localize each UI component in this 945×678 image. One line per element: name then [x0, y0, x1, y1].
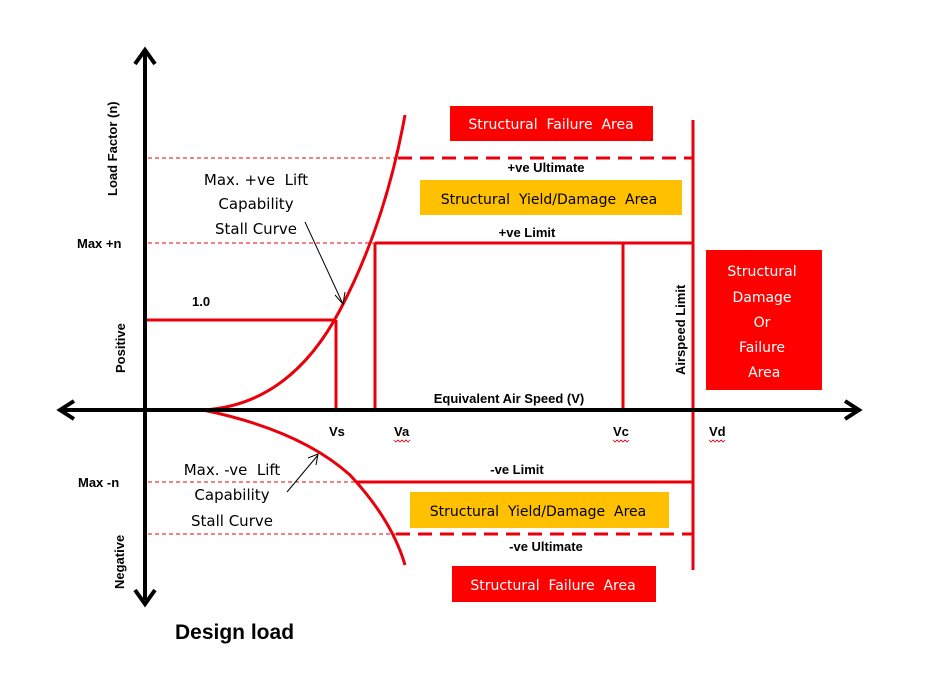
- bottom-yield-area: Structural Yield/Damage Area: [410, 492, 669, 528]
- one-g-label: 1.0: [192, 294, 210, 309]
- right-box-line-5: Area: [744, 365, 781, 381]
- neg-stall-pointer: [286, 454, 319, 493]
- neg-stall-text-1: Max. -ve Lift: [184, 461, 281, 479]
- right-box-line-1: Structural: [727, 264, 796, 280]
- neg-stall-text-3: Stall Curve: [191, 512, 273, 530]
- top-yield-area: Structural Yield/Damage Area: [420, 180, 682, 215]
- max-pos-n-label: Max +n: [77, 236, 121, 251]
- negative-label: Negative: [112, 535, 127, 589]
- x-axis-label: Equivalent Air Speed (V): [434, 391, 585, 406]
- pos-stall-text-2: Capability: [218, 195, 293, 213]
- pos-ultimate-label: +ve Ultimate: [508, 160, 585, 175]
- bottom-failure-area: Structural Failure Area: [452, 566, 656, 602]
- x-axis-left-arrow: [56, 399, 76, 421]
- neg-stall-text-2: Capability: [194, 486, 269, 504]
- top-failure-area: Structural Failure Area: [450, 106, 653, 141]
- pos-stall-curve: [202, 114, 407, 412]
- vc-label: Vc: [613, 424, 629, 439]
- max-neg-n-label: Max -n: [78, 475, 119, 490]
- vd-spellcheck-squiggle: [708, 439, 726, 443]
- neg-stall-curve: [202, 408, 407, 566]
- right-box-line-4: Failure: [739, 340, 785, 356]
- y-axis-down-arrow: [133, 588, 157, 608]
- airspeed-limit-label: Airspeed Limit: [673, 284, 688, 375]
- vd-label: Vd: [709, 424, 726, 439]
- vs-label: Vs: [329, 424, 345, 439]
- vc-spellcheck-squiggle: [612, 439, 630, 443]
- neg-stall-pointer-head: [307, 453, 319, 466]
- va-label: Va: [394, 424, 410, 439]
- bottom-yield-label: Structural Yield/Damage Area: [430, 504, 646, 520]
- neg-ultimate-label: -ve Ultimate: [509, 539, 583, 554]
- pos-stall-pointer-head: [334, 291, 346, 306]
- right-box-line-2: Damage: [732, 290, 791, 306]
- right-box-line-3: Or: [754, 315, 771, 331]
- y-axis-label: Load Factor (n): [105, 101, 120, 196]
- x-axis-right-arrow: [843, 399, 863, 421]
- va-spellcheck-squiggle: [393, 439, 411, 443]
- pos-stall-text-3: Stall Curve: [215, 220, 297, 238]
- neg-limit-label: -ve Limit: [490, 462, 544, 477]
- right-damage-failure-area: Structural Damage Or Failure Area: [706, 250, 822, 390]
- top-failure-label: Structural Failure Area: [468, 117, 633, 133]
- bottom-failure-label: Structural Failure Area: [470, 578, 635, 594]
- pos-stall-pointer: [304, 221, 343, 303]
- pos-limit-label: +ve Limit: [499, 225, 556, 240]
- diagram-title: Design load: [175, 621, 294, 644]
- y-axis-up-arrow: [133, 46, 157, 66]
- positive-label: Positive: [113, 323, 128, 373]
- pos-stall-text-1: Max. +ve Lift: [204, 171, 308, 189]
- top-yield-label: Structural Yield/Damage Area: [441, 192, 657, 208]
